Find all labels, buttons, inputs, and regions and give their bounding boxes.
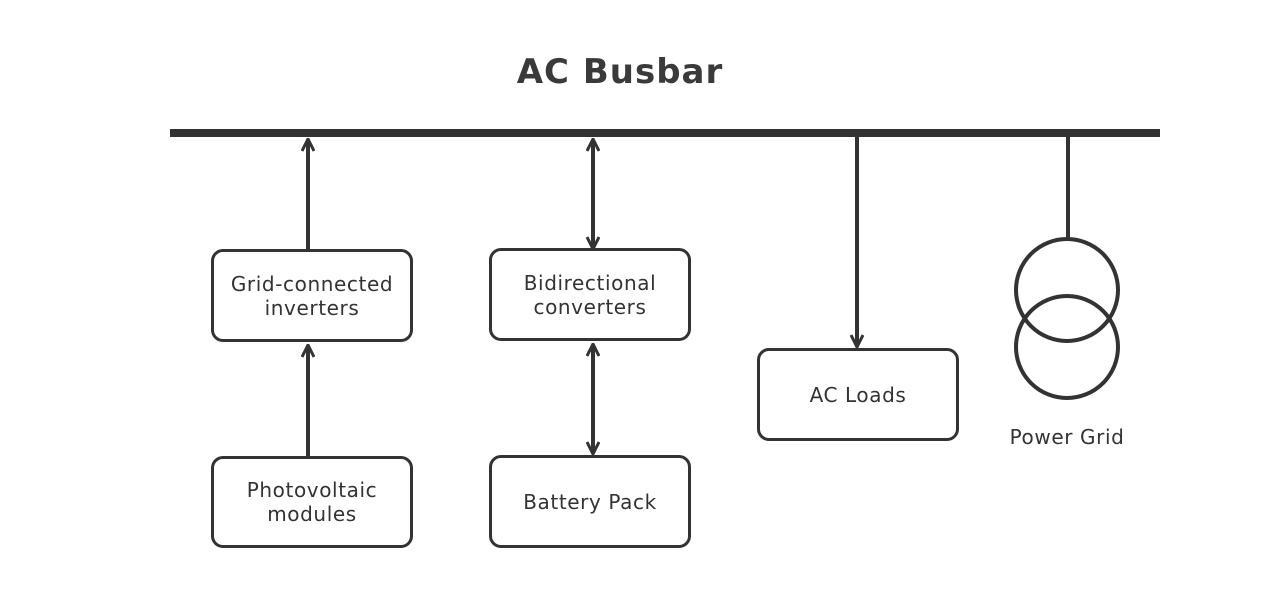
battery-pack-node: Battery Pack: [489, 455, 691, 548]
photovoltaic-modules-label: Photovoltaic modules: [246, 478, 378, 526]
grid-connected-inverters-node: Grid-connected inverters: [211, 249, 413, 342]
ac-loads-node: AC Loads: [757, 348, 959, 441]
diagram-title: AC Busbar: [516, 52, 724, 92]
transformer-icon: [1014, 237, 1120, 400]
ac-loads-label: AC Loads: [809, 382, 907, 407]
bidirectional-converters-label: Bidirectional converters: [523, 270, 657, 319]
grid-connected-inverters-label: Grid-connected inverters: [230, 271, 394, 320]
bidirectional-converters-node: Bidirectional converters: [489, 248, 691, 341]
battery-pack-label: Battery Pack: [523, 489, 657, 514]
photovoltaic-modules-node: Photovoltaic modules: [211, 456, 413, 548]
power-grid-label: Power Grid: [1009, 425, 1125, 449]
